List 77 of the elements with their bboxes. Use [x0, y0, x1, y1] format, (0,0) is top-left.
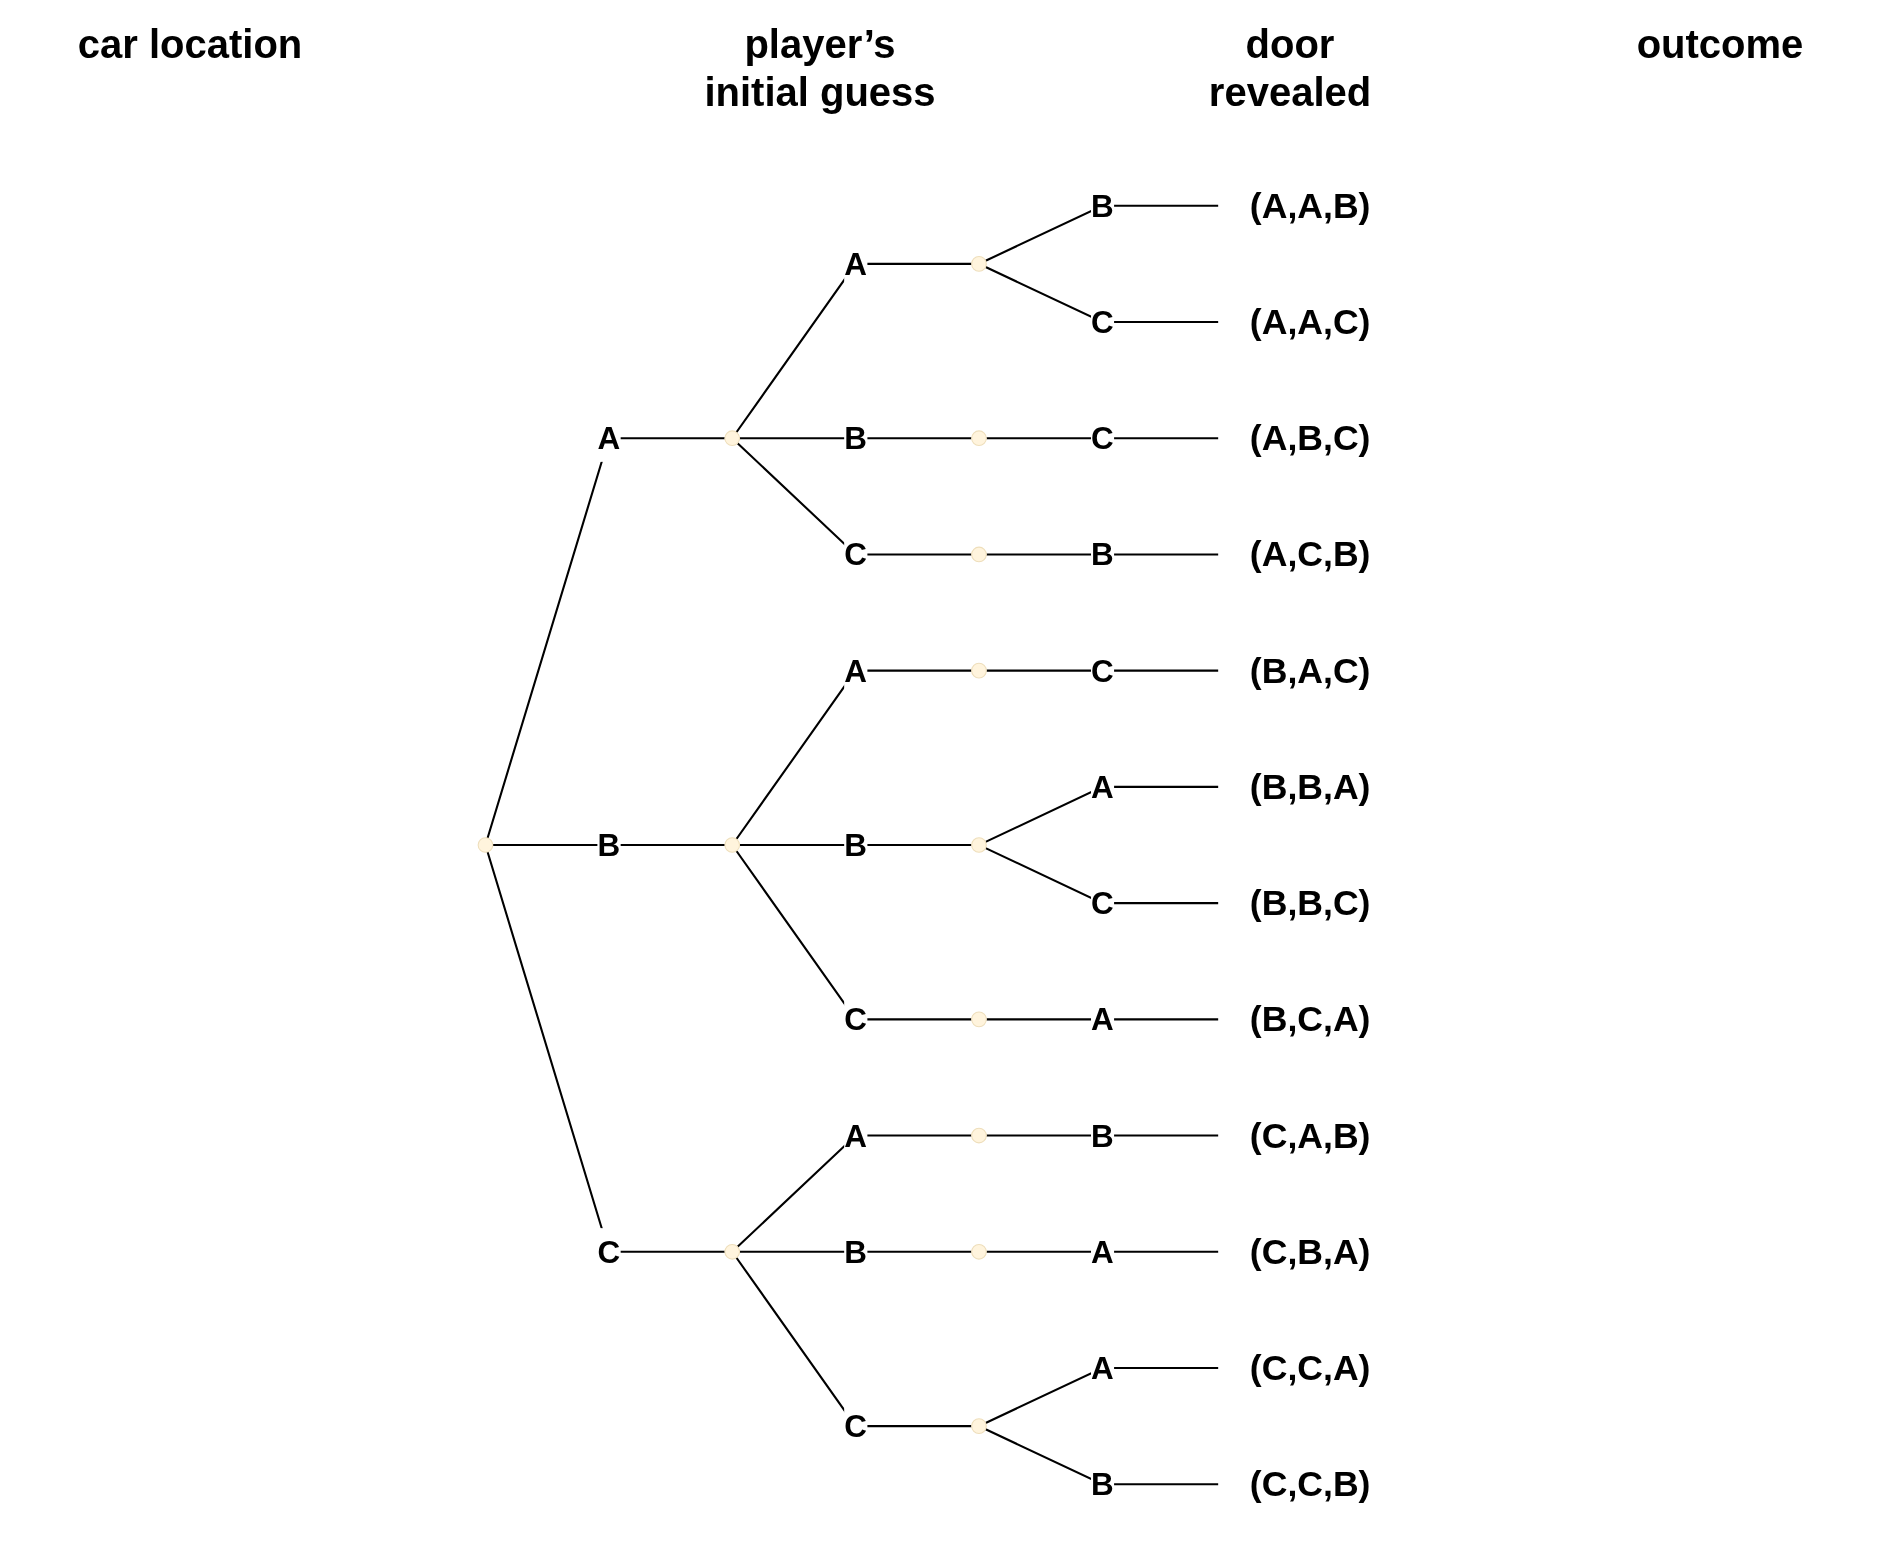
connector	[986, 1134, 1219, 1137]
edge-label: A	[844, 246, 867, 282]
connector	[985, 785, 1219, 843]
connector	[985, 1366, 1219, 1424]
node-text: (B,A,C)	[1249, 650, 1371, 691]
connector	[735, 1257, 972, 1428]
edge-label: C	[844, 1408, 867, 1444]
connector	[986, 553, 1219, 556]
node-point	[971, 546, 987, 563]
connector	[735, 850, 972, 1021]
edge-label: B	[1091, 1466, 1114, 1502]
connector	[486, 851, 725, 1253]
connector	[985, 204, 1219, 262]
node-point	[971, 1011, 987, 1028]
connector	[736, 1134, 972, 1248]
edge-label: C	[1091, 304, 1114, 340]
edge-label: B	[844, 420, 867, 456]
edge-label: B	[844, 1234, 867, 1270]
edge-label: B	[1091, 188, 1114, 224]
node-point	[724, 430, 741, 447]
edge-label: C	[1091, 420, 1114, 456]
edge-label: A	[1091, 1002, 1114, 1037]
node-text: (C,C,A)	[1249, 1347, 1371, 1388]
column-heading: player’s initial guess	[703, 21, 937, 116]
connector	[486, 437, 725, 839]
node-point	[724, 837, 741, 853]
edge-label: B	[1091, 537, 1114, 572]
node-text: (B,B,A)	[1249, 766, 1371, 807]
edge-label: A	[1091, 1350, 1114, 1386]
edge-label: A	[844, 1118, 867, 1153]
node-text: (A,C,B)	[1249, 534, 1371, 574]
node-text: (C,B,A)	[1249, 1231, 1371, 1272]
connector	[492, 843, 725, 847]
connector	[739, 437, 972, 440]
connector	[735, 669, 972, 840]
node-text: (A,B,C)	[1249, 417, 1371, 458]
column-heading: car location	[76, 21, 304, 68]
node-point	[971, 1418, 987, 1434]
connector	[986, 1018, 1219, 1021]
connector	[986, 1250, 1219, 1253]
column-heading: outcome	[1635, 21, 1805, 68]
connector	[986, 669, 1219, 672]
connector	[739, 1250, 972, 1253]
edge-label: B	[1091, 1118, 1114, 1153]
edge-label: C	[844, 537, 867, 572]
node-point	[971, 837, 987, 853]
node-text: (B,C,A)	[1249, 998, 1371, 1039]
node-text: (C,A,B)	[1249, 1115, 1371, 1155]
edge-label: A	[844, 653, 867, 688]
connector	[739, 843, 972, 847]
connector	[985, 847, 1219, 905]
edge-label: C	[597, 1234, 621, 1270]
edge-label: A	[1091, 1234, 1114, 1270]
node-point	[971, 256, 987, 272]
edge-label: B	[844, 827, 867, 863]
node-point	[971, 662, 987, 679]
connector	[735, 262, 972, 433]
node-text: (B,B,C)	[1249, 882, 1371, 923]
connector	[986, 437, 1219, 440]
node-text: (A,A,C)	[1249, 301, 1371, 342]
connector	[985, 1428, 1219, 1486]
node-point	[724, 1243, 741, 1260]
edge-label: B	[597, 827, 621, 863]
edge-label: A	[597, 420, 621, 456]
connector	[985, 266, 1219, 324]
edge-label: A	[1091, 769, 1114, 805]
node-point	[971, 1243, 987, 1260]
node-point	[477, 837, 494, 853]
node-point	[971, 1127, 987, 1144]
edge-label: C	[1091, 885, 1114, 921]
node-text: (A,A,B)	[1249, 185, 1371, 226]
connector	[736, 442, 972, 556]
edge-label: C	[844, 1002, 867, 1037]
column-heading: door revealed	[1207, 21, 1373, 116]
node-point	[971, 430, 987, 447]
node-text: (C,C,B)	[1249, 1463, 1371, 1504]
edge-label: C	[1091, 653, 1114, 688]
